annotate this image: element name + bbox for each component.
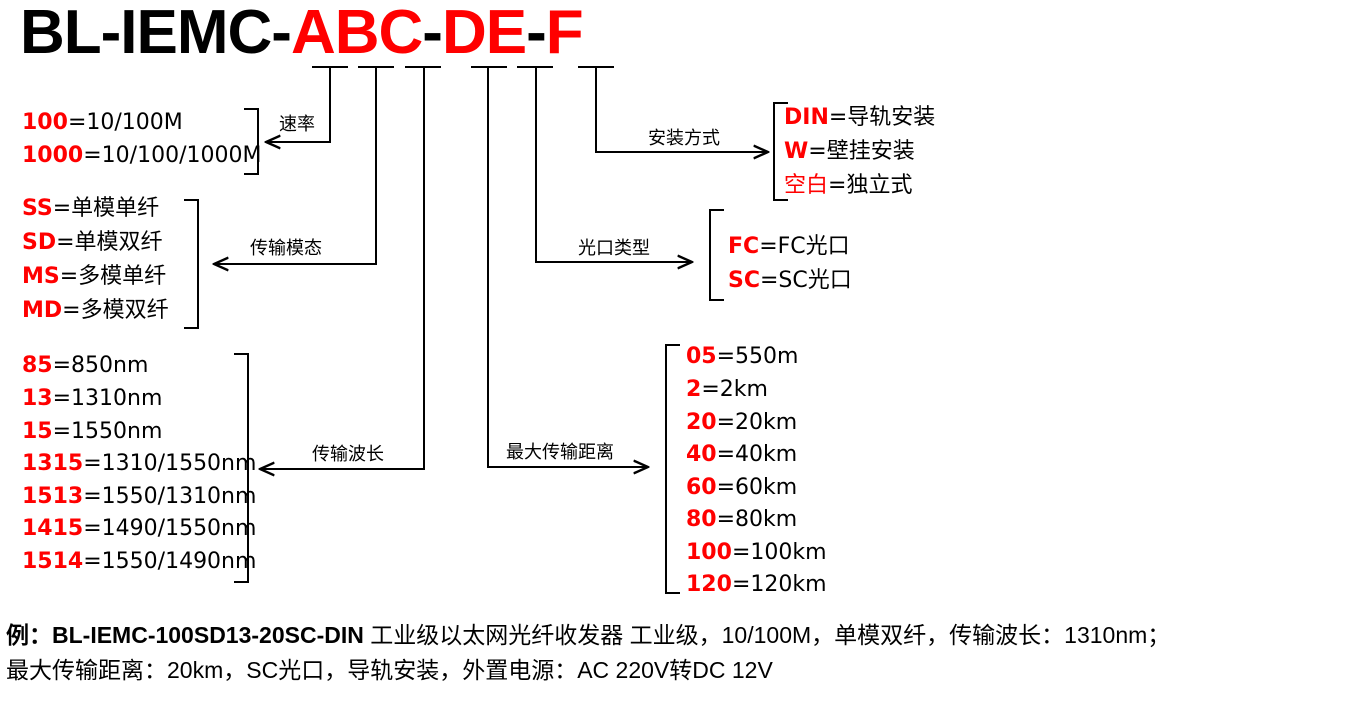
label-wavelength: 传输波长: [312, 444, 384, 465]
brace-mode: [184, 199, 199, 329]
option-wavelength: 85=850nm: [22, 353, 149, 378]
title-dash: -: [422, 0, 443, 67]
brace-port: [709, 209, 724, 301]
option-mount: 空白=独立式: [784, 173, 913, 198]
option-port: FC=FC光口: [728, 234, 850, 259]
option-mode: SS=单模单纤: [22, 196, 160, 221]
option-distance: 05=550m: [686, 344, 799, 369]
brace-distance: [665, 344, 680, 594]
label-port: 光口类型: [578, 238, 650, 259]
brace-speed: [244, 108, 259, 175]
option-wavelength: 1514=1550/1490nm: [22, 549, 257, 574]
example-line-2: 最大传输距离：20km，SC光口，导轨安装，外置电源：AC 220V转DC 12…: [6, 657, 773, 683]
example-line-1: 例：BL-IEMC-100SD13-20SC-DIN 工业级以太网光纤收发器 工…: [6, 624, 1170, 647]
title-seg-b: B: [334, 0, 380, 67]
option-mount: DIN=导轨安装: [784, 105, 936, 130]
connector-speed: [266, 67, 331, 142]
option-speed: 100=10/100M: [22, 110, 183, 135]
option-wavelength: 1315=1310/1550nm: [22, 451, 257, 476]
connector-wavelength: [260, 67, 425, 469]
title-seg-a: A: [290, 0, 336, 67]
example-model: BL-IEMC-100SD13-20SC-DIN: [52, 622, 364, 648]
option-mode: SD=单模双纤: [22, 230, 163, 255]
option-wavelength: 13=1310nm: [22, 386, 163, 411]
connector-distance: [487, 67, 648, 467]
title-dash: -: [526, 0, 547, 67]
connector-port: [535, 67, 692, 262]
connector-mount: [595, 67, 768, 152]
option-distance: 80=80km: [686, 507, 798, 532]
title-seg-c: C: [378, 0, 424, 67]
example-prefix: 例：: [6, 622, 52, 648]
option-port: SC=SC光口: [728, 268, 852, 293]
label-mount: 安装方式: [648, 128, 720, 149]
title-seg-f: F: [545, 0, 584, 67]
option-distance: 100=100km: [686, 540, 827, 565]
option-mode: MD=多模双纤: [22, 298, 169, 323]
option-distance: 120=120km: [686, 572, 827, 597]
option-mode: MS=多模单纤: [22, 264, 167, 289]
option-distance: 2=2km: [686, 377, 768, 402]
connector-mode: [214, 67, 377, 264]
title-seg-d: D: [441, 0, 487, 67]
option-wavelength: 15=1550nm: [22, 419, 163, 444]
option-wavelength: 1513=1550/1310nm: [22, 484, 257, 509]
option-distance: 60=60km: [686, 475, 798, 500]
example-description: 工业级以太网光纤收发器 工业级，10/100M，单模双纤，传输波长：1310nm…: [363, 622, 1171, 648]
label-speed: 速率: [279, 114, 315, 135]
title-prefix: BL-IEMC-: [20, 0, 292, 67]
brace-wavelength: [234, 353, 249, 583]
model-code-title: BL-IEMC-ABC-DE-F: [20, 0, 584, 67]
option-distance: 20=20km: [686, 410, 798, 435]
label-mode: 传输模态: [250, 238, 322, 259]
option-distance: 40=40km: [686, 442, 798, 467]
title-seg-e: E: [485, 0, 527, 67]
label-distance: 最大传输距离: [506, 442, 614, 463]
option-speed: 1000=10/100/1000M: [22, 143, 262, 168]
brace-mount: [773, 102, 788, 201]
option-wavelength: 1415=1490/1550nm: [22, 516, 257, 541]
option-mount: W=壁挂安装: [784, 139, 915, 164]
